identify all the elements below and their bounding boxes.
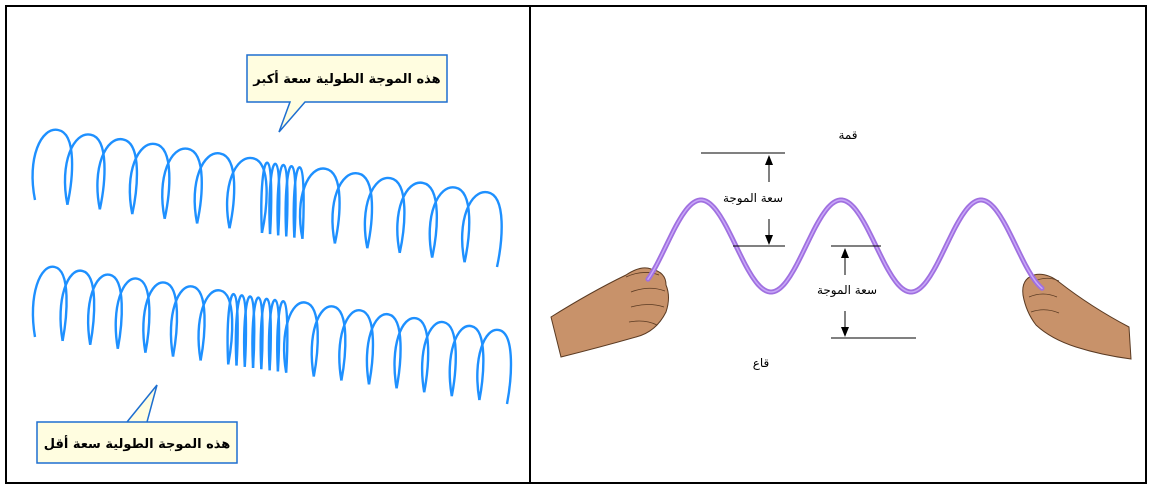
left-hand-icon	[550, 267, 669, 358]
spring-large-amplitude	[31, 128, 503, 268]
spring-coil	[268, 162, 281, 236]
spring-coil	[197, 289, 234, 365]
spring-coil	[31, 265, 68, 342]
spring-coil	[396, 181, 438, 258]
spring-coil	[193, 152, 236, 229]
callout-top-text: هذه الموجة الطولية سعة أكبر	[252, 70, 440, 87]
spring-coil	[259, 297, 273, 371]
spring-coil	[276, 300, 289, 373]
amplitude-label-2: سعة الموجة	[817, 283, 877, 298]
spring-coil	[226, 293, 239, 366]
spring-coil	[365, 313, 402, 389]
spring-coil	[292, 166, 305, 239]
spring-coil	[420, 321, 457, 397]
crest-label: قمة	[838, 128, 857, 142]
spring-coil	[31, 128, 74, 205]
spring-coil	[448, 324, 485, 401]
spring-coil	[142, 281, 179, 357]
spring-coil	[282, 301, 319, 377]
springs-illustration: هذه الموجة الطولية سعة أكبر هذه الموجة ا…	[31, 54, 513, 464]
spring-coil	[260, 161, 273, 235]
spring-coil	[251, 296, 264, 370]
spring-coil	[267, 299, 281, 372]
trough-label: قاع	[753, 356, 770, 370]
amplitude-marker-crest: سعة الموجة	[701, 152, 785, 247]
spring-small-amplitude	[31, 265, 513, 405]
left-panel: هذه الموجة الطولية سعة أكبر هذه الموجة ا…	[5, 5, 531, 484]
spring-coil	[298, 167, 341, 244]
spring-coil	[225, 156, 268, 234]
spring-coil	[169, 285, 206, 361]
spring-coil	[363, 176, 406, 254]
spring-coil	[59, 269, 96, 346]
wave-illustration: سعة الموجة سعة الموجة قمة قاع	[550, 128, 1132, 370]
spring-coil	[476, 328, 513, 405]
spring-coil	[338, 309, 375, 385]
amplitude-label-1: سعة الموجة	[723, 191, 783, 206]
spring-coil	[128, 142, 171, 220]
spring-coil	[234, 294, 248, 367]
spring-coil	[86, 273, 123, 349]
amplitude-marker-trough: سعة الموجة	[817, 245, 916, 339]
callout-top: هذه الموجة الطولية سعة أكبر	[246, 54, 448, 133]
callout-bottom-text: هذه الموجة الطولية سعة أقل	[44, 435, 231, 452]
spring-coil	[63, 133, 106, 210]
spring-coil	[242, 295, 256, 369]
spring-coil	[428, 186, 471, 263]
spring-coil	[310, 305, 347, 381]
spring-coil	[331, 172, 374, 249]
right-panel: سعة الموجة سعة الموجة قمة قاع	[529, 5, 1147, 484]
spring-coil	[276, 164, 289, 237]
spring-coil	[393, 317, 430, 393]
spring-coil	[96, 138, 139, 215]
spring-coil	[460, 191, 503, 268]
spring-coil	[114, 277, 151, 353]
spring-coil	[284, 165, 297, 238]
callout-bottom: هذه الموجة الطولية سعة أقل	[36, 384, 238, 464]
spring-coil	[161, 147, 203, 224]
